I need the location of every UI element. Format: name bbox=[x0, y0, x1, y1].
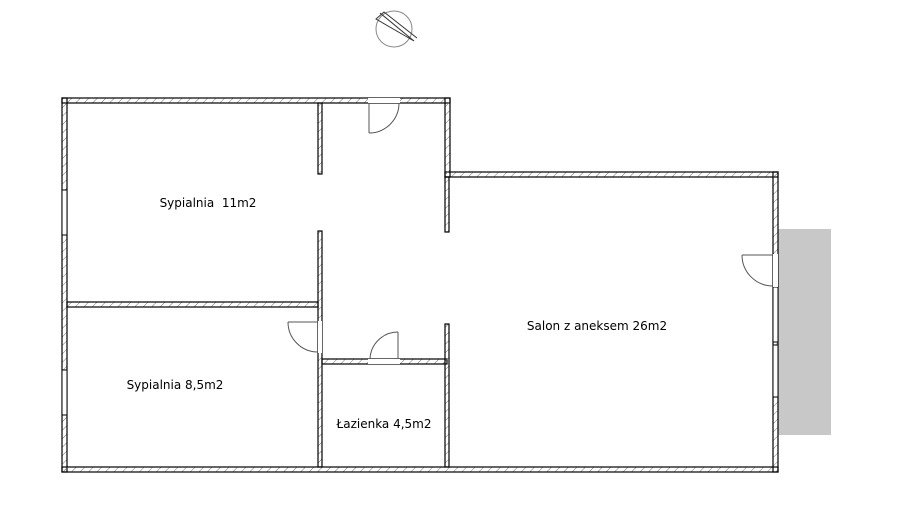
room-label-bathroom: Łazienka 4,5m2 bbox=[336, 417, 432, 431]
room-label-bedroom-2: Sypialnia 8,5m2 bbox=[126, 378, 224, 392]
walls bbox=[61, 97, 779, 473]
room-label-living-room: Salon z aneksem 26m2 bbox=[526, 319, 668, 333]
room-label-bedroom-1: Sypialnia 11m2 bbox=[159, 196, 257, 210]
balcony bbox=[778, 229, 831, 435]
doors bbox=[287, 98, 778, 364]
compass-icon bbox=[375, 10, 418, 48]
